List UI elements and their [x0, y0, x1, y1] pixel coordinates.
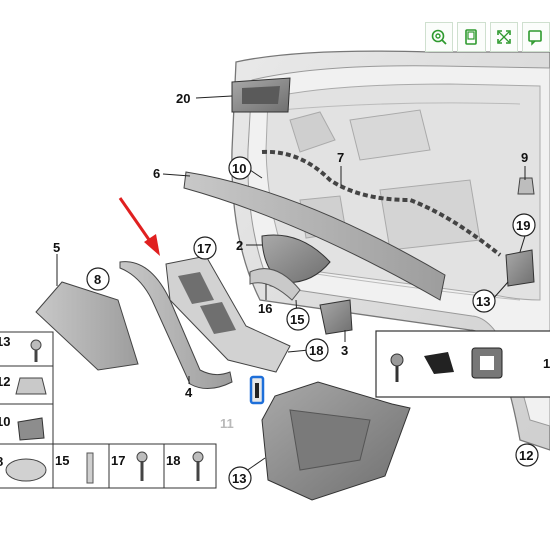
callout-11: 11 [220, 416, 234, 431]
callout-5: 5 [53, 240, 60, 255]
viewer-toolbar [425, 22, 550, 52]
callout-6: 6 [153, 166, 160, 181]
callout-15: 15 [290, 312, 304, 327]
zoom-button[interactable] [425, 22, 454, 52]
callout-20: 20 [176, 91, 190, 106]
callout-7: 7 [337, 150, 344, 165]
legend-label-8: 8 [0, 454, 3, 469]
door-frame [231, 50, 550, 451]
callout-13-lower: 13 [232, 471, 246, 486]
part-9-fastener [517, 177, 535, 195]
callout-2: 2 [236, 238, 243, 253]
fullscreen-button[interactable] [489, 22, 518, 52]
legend-label-13: 13 [0, 334, 10, 349]
part-4-trim [119, 261, 233, 389]
leader-lines [56, 95, 526, 477]
fullscreen-icon [496, 30, 511, 44]
callout-17: 17 [197, 241, 211, 256]
part-19-bracket [505, 249, 535, 287]
red-arrow [118, 197, 160, 256]
callout-12-right: 12 [519, 448, 533, 463]
page-button[interactable] [457, 22, 486, 52]
callout-9: 9 [521, 150, 528, 165]
callout-16: 16 [258, 301, 272, 316]
comment-icon [528, 30, 542, 46]
callout-19: 19 [516, 218, 530, 233]
callout-circles [86, 156, 539, 490]
legend-label-17: 17 [111, 453, 125, 468]
part-1-detail-box [375, 330, 550, 398]
callout-8: 8 [94, 272, 101, 287]
legend-label-12: 12 [0, 374, 10, 389]
part-2-handle [261, 234, 331, 284]
comment-button[interactable] [521, 22, 550, 52]
page-icon [465, 29, 478, 45]
callout-4: 4 [185, 385, 193, 400]
left-legend [0, 331, 54, 489]
callout-labels: 20 7 9 6 10 19 2 17 5 8 16 15 13 3 18 4 … [0, 91, 550, 486]
callout-1: 1 [543, 356, 550, 371]
bottom-legend [52, 443, 217, 489]
wiring-harness [261, 149, 502, 257]
legend-label-10: 10 [0, 414, 10, 429]
callout-18: 18 [309, 343, 323, 358]
part-5-panel [35, 281, 139, 371]
callout-13-upper: 13 [476, 294, 490, 309]
part-16-cover [249, 268, 301, 301]
callout-10: 10 [232, 161, 246, 176]
legend-label-18: 18 [166, 453, 180, 468]
part-13-storage-bin [261, 381, 411, 501]
callout-3: 3 [341, 343, 348, 358]
zoom-icon [431, 29, 447, 45]
legend-label-15: 15 [55, 453, 69, 468]
part-3-clip [319, 299, 353, 335]
part-6-trim-strip [183, 171, 446, 301]
part-20-pocket [231, 77, 291, 113]
